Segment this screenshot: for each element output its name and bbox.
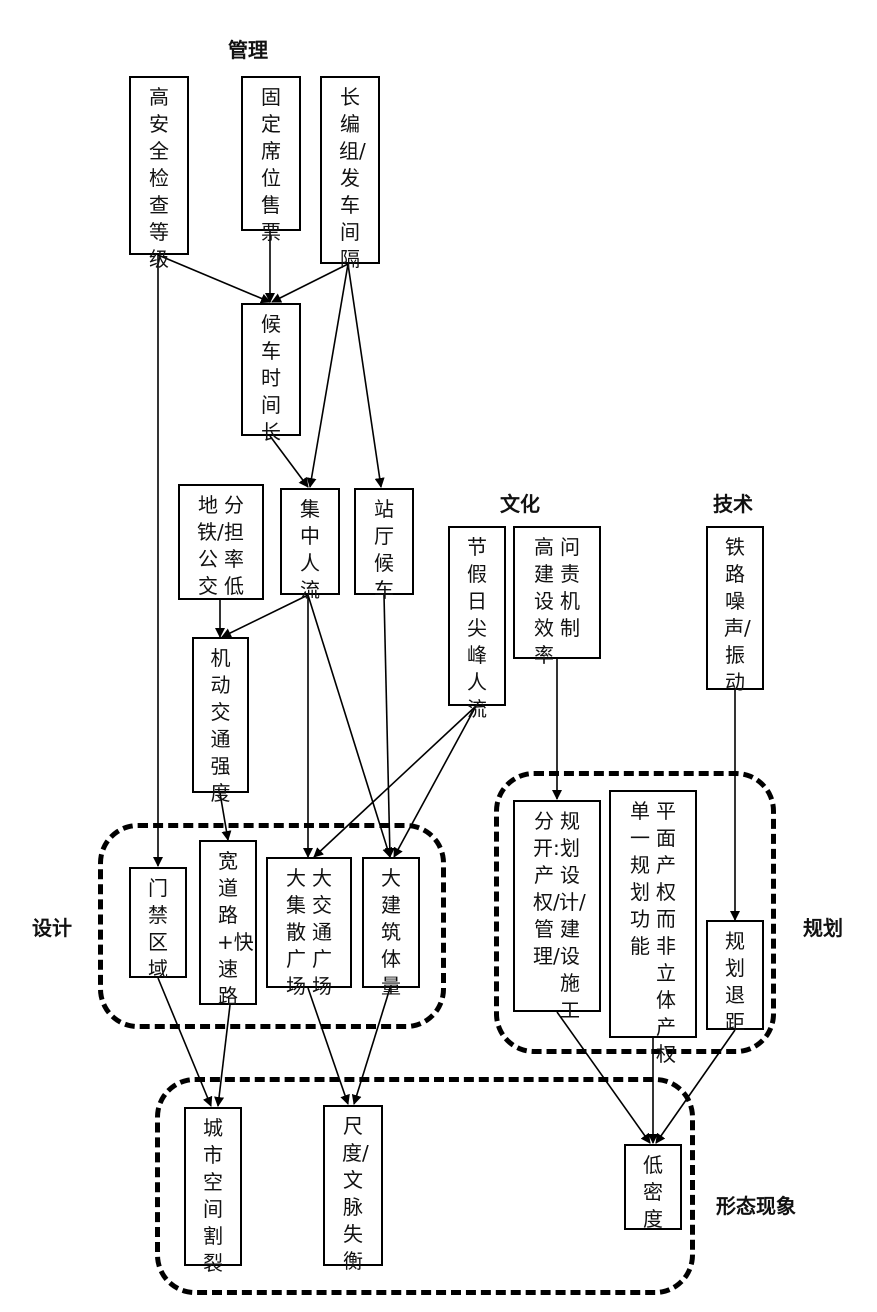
arrow-plaza-scale — [307, 987, 350, 1105]
node-split-management: 规划设计/建设施工 分开:产权/管理/ — [513, 800, 601, 1022]
node-holiday-peak: 节假日尖峰人流 — [448, 526, 506, 721]
node-text: 分担率低 — [224, 493, 244, 598]
arrow-traffic-road — [219, 792, 232, 841]
node-text: 规划退距 — [725, 929, 745, 1034]
planning-group — [494, 771, 776, 1054]
node-text: 单一规划功能 — [630, 799, 650, 958]
node-low-density: 低密度 — [624, 1144, 682, 1231]
management-label: 管理 — [228, 38, 268, 62]
node-scale-imbalance: 尺度/文脉失衡 — [323, 1105, 383, 1273]
node-gated-area: 门禁区域 — [129, 867, 187, 981]
arrow-train-crowd — [306, 263, 349, 488]
node-text: 机动交通强度 — [210, 646, 231, 805]
node-text: 固定席位售票 — [261, 85, 281, 244]
node-long-wait: 候车时间长 — [241, 303, 301, 444]
morphology-group — [155, 1077, 695, 1295]
arrow-gate-cut — [157, 977, 213, 1107]
node-text: 高安全检查等级 — [149, 85, 169, 271]
arrow-building-scale — [351, 987, 391, 1105]
node-text: 规划设计/建设施工 — [559, 809, 586, 1022]
morphology-label: 形态现象 — [716, 1194, 796, 1218]
arrow-split-density — [556, 1011, 651, 1144]
culture-label: 文化 — [500, 492, 540, 516]
node-text: 门禁区域 — [148, 876, 168, 981]
node-text: 低密度 — [643, 1153, 663, 1231]
node-large-building: 大建筑体量 — [362, 857, 420, 998]
node-concentrated-flow: 集中人流 — [280, 488, 340, 602]
arrow-holiday-building — [393, 705, 477, 858]
node-text: 节假日尖峰人流 — [467, 535, 487, 721]
node-wide-roads: 宽道路+快速路 — [199, 840, 257, 1008]
node-security-check: 高安全检查等级 — [129, 76, 189, 271]
node-accountability: 问责机制 高建设效率 — [513, 526, 601, 667]
node-text: 宽道路+快速路 — [217, 849, 254, 1008]
node-text: 长编组/发车间隔 — [339, 85, 366, 271]
node-fixed-seat-ticket: 固定席位售票 — [241, 76, 301, 244]
node-text: 站厅候车 — [374, 497, 394, 602]
node-hall-waiting: 站厅候车 — [354, 488, 414, 602]
node-text: 地铁/公交 — [197, 493, 224, 598]
node-rail-noise: 铁路噪声/振动 — [706, 526, 764, 694]
node-train-interval: 长编组/发车间隔 — [320, 76, 380, 271]
node-text: 尺度/文脉失衡 — [342, 1114, 369, 1273]
arrow-train-hall — [347, 263, 385, 488]
node-text: 集中人流 — [300, 497, 320, 602]
arrow-crowd-traffic — [221, 594, 309, 638]
node-traffic-intensity: 机动交通强度 — [192, 637, 249, 805]
design-label: 设计 — [32, 916, 72, 940]
node-text: 城市空间割裂 — [203, 1116, 223, 1275]
arrow-crowd-building — [307, 594, 393, 858]
node-text: 分开:产权/管理/ — [533, 809, 560, 968]
node-text: 铁路噪声/振动 — [724, 535, 751, 694]
planning-label: 规划 — [803, 916, 843, 940]
technology-label: 技术 — [713, 492, 753, 516]
node-text: 平面产权而非立体产权 — [656, 799, 676, 1066]
arrow-security-wait — [157, 254, 271, 304]
node-setback: 规划退距 — [706, 920, 764, 1034]
node-flat-property: 平面产权而非立体产权 单一规划功能 — [609, 790, 697, 1066]
node-text: 大集散广场 — [286, 866, 306, 998]
node-text: 候车时间长 — [261, 312, 281, 444]
arrow-setback-density — [655, 1029, 736, 1144]
arrow-train-wait — [271, 263, 349, 303]
node-text: 问责机制 — [560, 535, 580, 640]
node-text: 大建筑体量 — [381, 866, 401, 998]
arrow-road-cut — [214, 1004, 231, 1107]
node-low-share: 分担率低 地铁/公交 — [178, 484, 264, 600]
node-urban-fragmentation: 城市空间割裂 — [184, 1107, 242, 1275]
design-group — [98, 823, 446, 1029]
node-text: 大交通广场 — [312, 866, 332, 998]
node-text: 高建设效率 — [534, 535, 554, 667]
arrow-hall-building — [383, 594, 395, 858]
arrow-wait-crowd — [269, 435, 309, 488]
arrow-holiday-plaza — [313, 705, 477, 858]
node-large-plaza: 大交通广场 大集散广场 — [266, 857, 352, 998]
